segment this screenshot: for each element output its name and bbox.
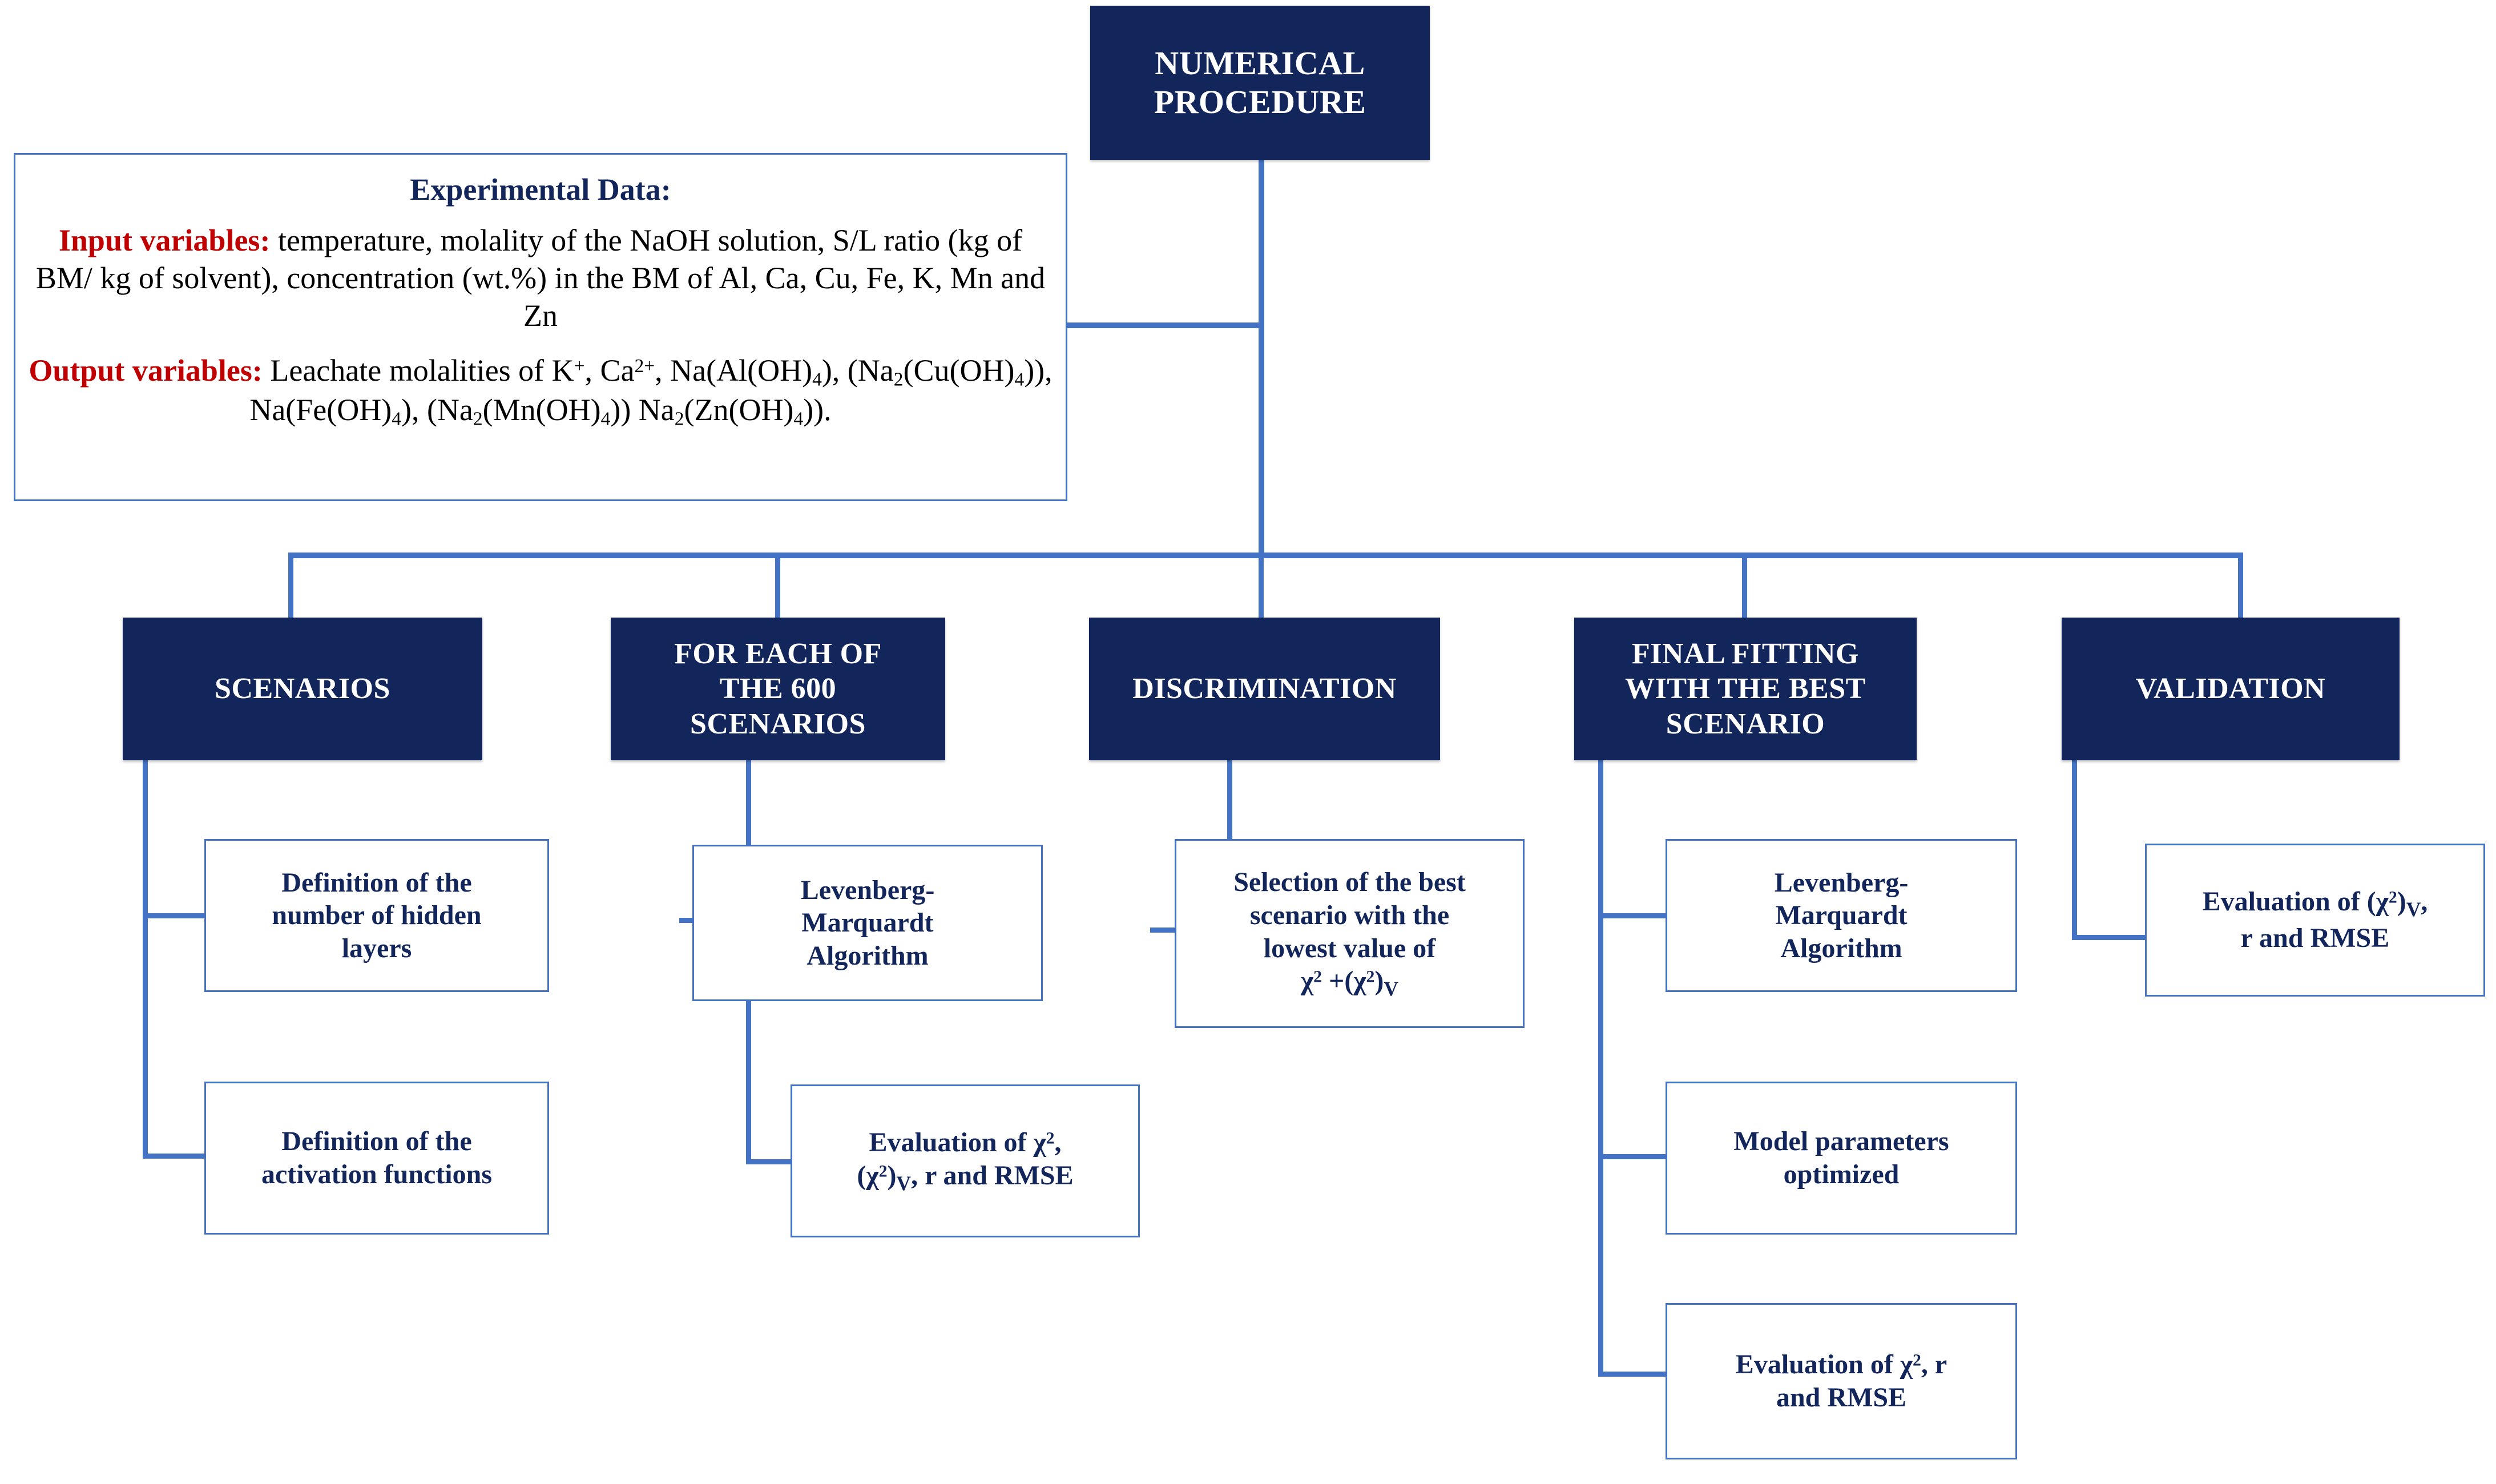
connector-spine-col-4 (1598, 759, 1603, 1376)
header-box-validation[interactable]: VALIDATION (2062, 618, 2400, 760)
connector-main-bar (288, 553, 2243, 558)
root-box-numerical-procedure[interactable]: NUMERICAL PROCEDURE (1090, 6, 1430, 160)
header-discrimination-text: DISCRIMINATION (1132, 672, 1397, 705)
header-box-scenarios[interactable]: SCENARIOS (123, 618, 482, 760)
connector-root-trunk (1259, 102, 1264, 558)
connector-stub-c1-a (143, 913, 205, 918)
header-validation-text: VALIDATION (2135, 672, 2326, 705)
connector-stub-c4-b (1598, 1154, 1670, 1159)
child-box-evaluation-chi2-chi2v-r-rmse[interactable]: Evaluation of χ2,(χ2)V, r and RMSE (791, 1084, 1140, 1237)
connector-stub-c4-c (1598, 1372, 1670, 1377)
header-box-discrimination[interactable]: DISCRIMINATION (1089, 618, 1440, 760)
connector-stub-c2-b (746, 1159, 792, 1164)
input-variables-text: temperature, molality of the NaOH soluti… (35, 223, 1046, 333)
header-scenarios-text: SCENARIOS (215, 672, 390, 705)
input-variables-line: Input variables: temperature, molality o… (28, 222, 1053, 335)
child-evaluation-3-text: Evaluation of (χ2)V,r and RMSE (2202, 886, 2428, 953)
connector-drop-col-4 (1742, 553, 1747, 641)
connector-spine-col-1 (143, 759, 148, 1159)
connector-stub-c5-a (2072, 935, 2146, 940)
output-variables-line: Output variables: Leachate molalities of… (28, 352, 1053, 431)
connector-drop-col-2 (775, 553, 780, 641)
connector-drop-col-1 (288, 553, 293, 621)
experimental-data-heading: Experimental Data: (410, 172, 671, 207)
root-title-line2: PROCEDURE (1154, 83, 1366, 120)
connector-drop-col-5 (2238, 553, 2243, 621)
child-box-evaluation-chi2v-r-rmse[interactable]: Evaluation of (χ2)V,r and RMSE (2145, 844, 2485, 997)
connector-drop-col-3 (1259, 553, 1264, 641)
child-evaluation-1-text: Evaluation of χ2,(χ2)V, r and RMSE (857, 1127, 1074, 1195)
output-variables-label: Output variables: (29, 353, 263, 388)
root-box-text: NUMERICAL PROCEDURE (1140, 44, 1380, 122)
output-variables-text: Leachate molalities of K+, Ca2+, Na(Al(O… (249, 353, 1053, 430)
experimental-data-box[interactable]: Experimental Data: Input variables: temp… (14, 153, 1067, 501)
connector-expdata-branch (1067, 322, 1261, 328)
root-title-line1: NUMERICAL (1155, 44, 1365, 82)
connector-stub-c1-b (143, 1154, 205, 1159)
connector-spine-col-5 (2072, 759, 2077, 939)
input-variables-label: Input variables: (58, 223, 271, 257)
connector-stub-c4-a (1598, 913, 1670, 918)
